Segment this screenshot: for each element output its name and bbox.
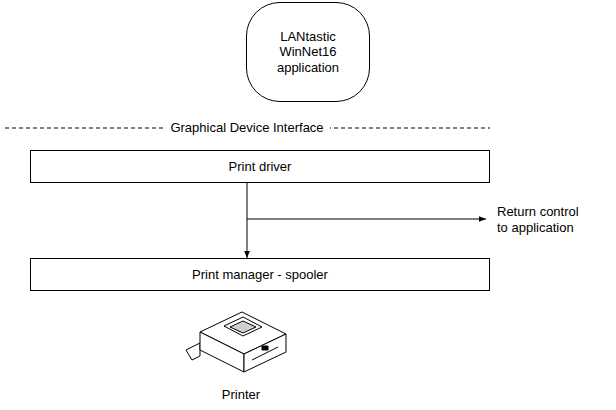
node-text: LANtastic WinNet16 application bbox=[262, 29, 354, 76]
node-text: Print manager - spooler bbox=[192, 267, 328, 283]
flow-arrow bbox=[247, 183, 248, 258]
branch-label: Return control to application bbox=[497, 204, 593, 235]
return-branch-arrow bbox=[247, 219, 486, 220]
printer-illustration bbox=[186, 312, 286, 372]
node-text: Print driver bbox=[229, 159, 292, 175]
figure-caption: Printer bbox=[220, 387, 262, 403]
layer-label: Graphical Device Interface bbox=[164, 120, 329, 136]
process-box: Print manager - spooler bbox=[30, 258, 490, 291]
process-box: Print driver bbox=[30, 150, 490, 183]
application-oval: LANtastic WinNet16 application bbox=[246, 2, 370, 102]
